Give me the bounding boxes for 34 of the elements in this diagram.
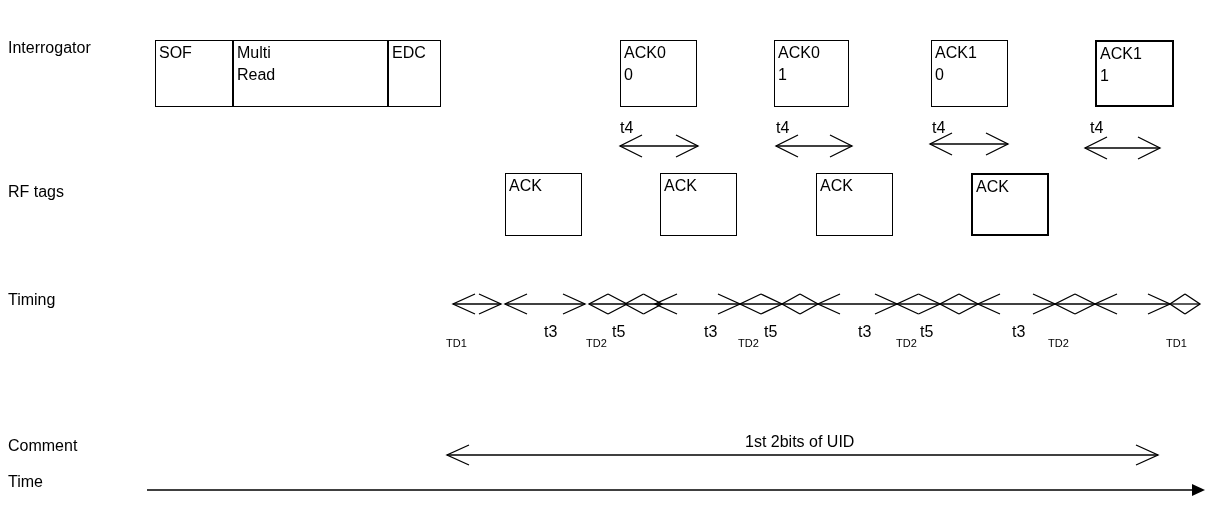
timing-label: TD1: [1166, 336, 1187, 351]
label: t3: [704, 322, 718, 342]
frame-box: ACK: [816, 173, 893, 236]
label: t3: [544, 322, 558, 342]
frame-box: Multi Read: [233, 40, 388, 107]
frame-box: EDC: [388, 40, 441, 107]
label: t4: [776, 118, 790, 138]
frame-box: ACK: [660, 173, 737, 236]
frame-box: ACK0 0: [620, 40, 697, 107]
label: t5: [920, 322, 934, 342]
frame-box: ACK1 1: [1095, 40, 1174, 107]
label: t4: [620, 118, 634, 138]
label: 1st 2bits of UID: [745, 432, 855, 452]
label: t5: [764, 322, 778, 342]
timing-label: TD2: [738, 336, 759, 351]
frame-box: ACK0 1: [774, 40, 849, 107]
frame-box: ACK1 0: [931, 40, 1008, 107]
frame-box: ACK: [971, 173, 1049, 236]
label: Timing: [8, 290, 56, 310]
timing-label: TD1: [446, 336, 467, 351]
timing-label: TD2: [586, 336, 607, 351]
label: Comment: [8, 436, 78, 456]
label: t4: [932, 118, 946, 138]
frame-box: SOF: [155, 40, 233, 107]
label: Time: [8, 472, 43, 492]
label: RF tags: [8, 182, 64, 202]
label: t3: [1012, 322, 1026, 342]
label: Interrogator: [8, 38, 91, 58]
label: t5: [612, 322, 626, 342]
timing-label: TD2: [896, 336, 917, 351]
frame-box: ACK: [505, 173, 582, 236]
timing-label: TD2: [1048, 336, 1069, 351]
label: t3: [858, 322, 872, 342]
label: t4: [1090, 118, 1104, 138]
